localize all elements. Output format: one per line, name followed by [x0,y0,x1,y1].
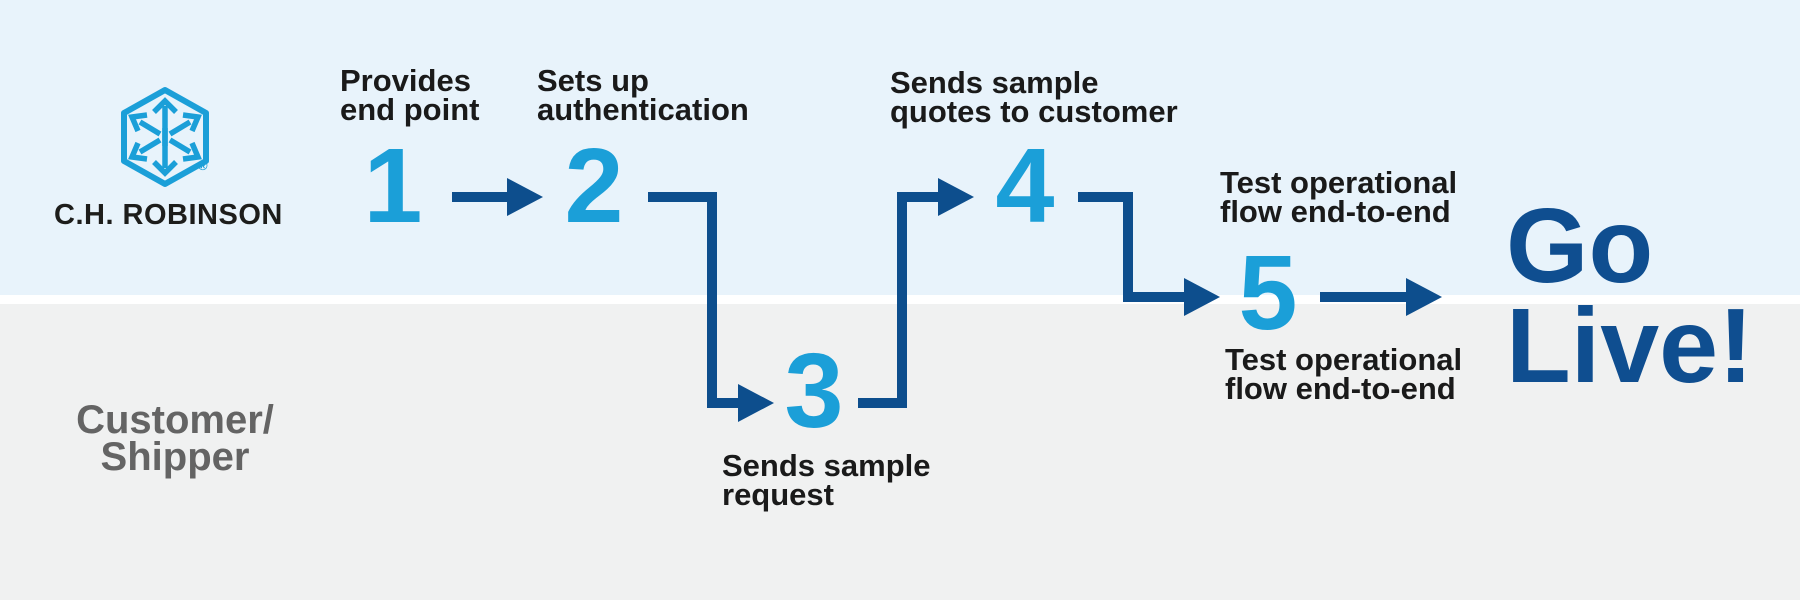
step4-label: Sends sample quotes to customer [890,65,1178,129]
step2-label-line1: Sets up [537,63,649,98]
customer-shipper-line1: Customer/ [76,398,274,442]
chrobinson-hexagon-logo-icon [121,87,209,187]
step5-below-line1: Test operational [1225,342,1463,377]
arrow-step5-golive [1320,278,1442,316]
go-live-text: Go Live! [1506,187,1754,405]
step5-number: 5 [1238,233,1298,352]
step3-label-line1: Sends sample [722,448,931,483]
step2-number: 2 [564,126,624,245]
step4-number: 4 [995,126,1055,245]
arrow-step4-step5 [1078,192,1220,316]
arrow-step2-step3 [648,192,774,422]
customer-shipper-label: Customer/ Shipper [30,398,320,479]
go-live-line1: Go [1506,187,1654,305]
step4-label-line2: quotes to customer [890,94,1178,129]
step2-label-line2: authentication [537,92,749,127]
step3-number: 3 [784,331,844,450]
arrow-step3-step4 [858,178,974,408]
step1-label: Provides end point [340,63,480,127]
step5-below-line2: flow end-to-end [1225,371,1456,406]
step3-label: Sends sample request [722,448,931,512]
step4-label-line1: Sends sample [890,65,1099,100]
step2-label: Sets up authentication [537,63,749,127]
step5-above-line1: Test operational [1220,165,1458,200]
customer-shipper-line2: Shipper [100,435,250,479]
step3-label-line2: request [722,477,834,512]
step1-number: 1 [363,126,423,245]
step5-above-line2: flow end-to-end [1220,194,1451,229]
step5-label-below: Test operational flow end-to-end [1225,342,1463,406]
step5-label-above: Test operational flow end-to-end [1220,165,1458,229]
chrobinson-logo-text: C.H. ROBINSON [54,199,283,231]
go-live-line2: Live! [1506,287,1754,405]
step1-label-line1: Provides [340,63,471,98]
step1-label-line2: end point [340,92,480,127]
arrow-step1-step2 [452,178,543,216]
registered-mark: ® [198,158,208,173]
